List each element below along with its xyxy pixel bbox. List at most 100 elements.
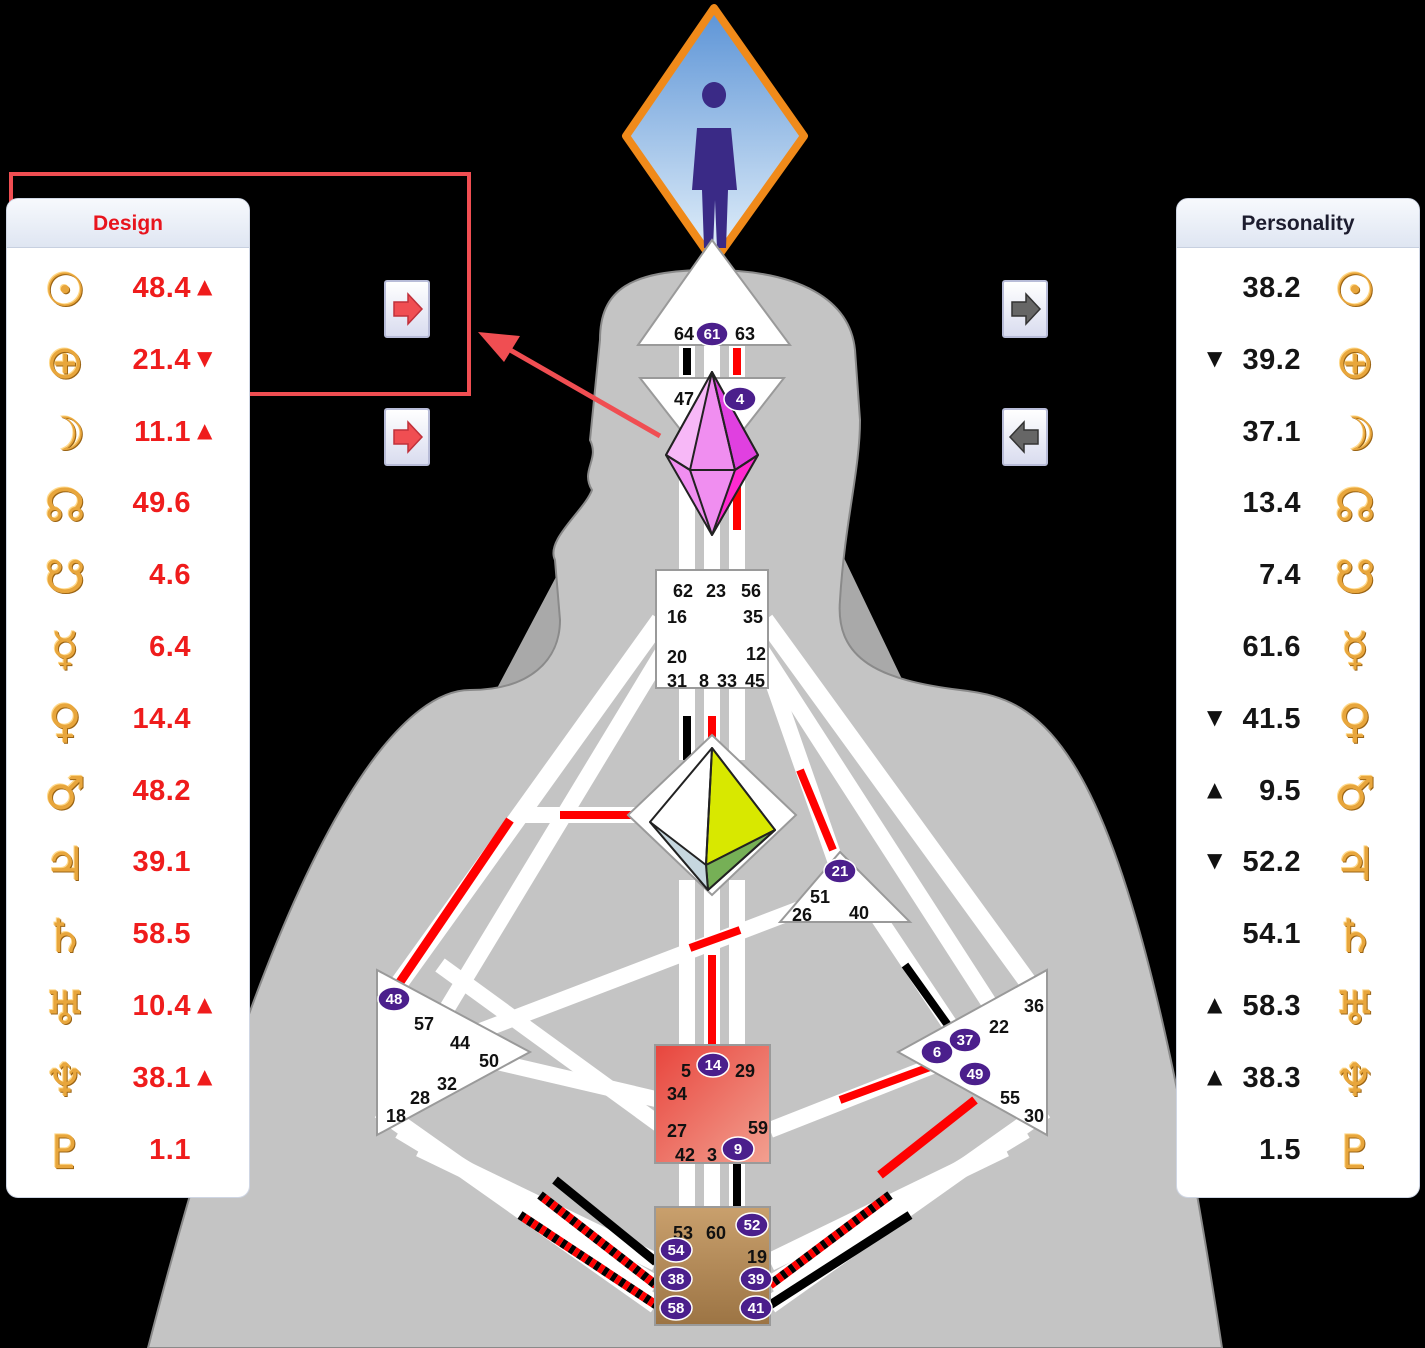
g-crystal-icon (649, 747, 776, 891)
gate-31: 31 (667, 671, 687, 691)
gate-5: 5 (681, 1061, 691, 1081)
heart-center (777, 850, 913, 923)
design-arrow-button-top[interactable] (384, 280, 430, 338)
gate-26: 26 (792, 905, 812, 925)
saturn-icon: ♄ (1334, 909, 1376, 964)
moon-icon: ☽ (44, 406, 86, 461)
personality-value: 38.3 (1242, 1061, 1301, 1094)
down-triangle-icon: ▼ (1207, 704, 1223, 729)
down-triangle-icon: ▼ (197, 345, 213, 370)
up-triangle-icon: ▲ (1207, 776, 1223, 801)
gate-3: 3 (707, 1145, 717, 1165)
uranus-icon: ♅ (44, 981, 86, 1035)
active-gate-marker (739, 1295, 773, 1321)
gate-54: 54 (668, 1242, 685, 1259)
person-icon (692, 82, 737, 248)
design-row: ☉48.4▲ (7, 252, 249, 324)
neptune-icon: ♆ (1334, 1052, 1376, 1107)
personality-row: ♂9.5▲ (1177, 755, 1419, 827)
moon-icon: ☽ (1334, 406, 1376, 461)
gate-52: 52 (744, 1217, 761, 1234)
gate-12: 12 (746, 644, 766, 664)
active-gate-marker (948, 1027, 982, 1053)
design-value: 49.6 (132, 487, 191, 520)
design-row: ♃39.1 (7, 826, 249, 898)
active-gate-marker (659, 1266, 693, 1292)
mars-icon: ♂ (44, 765, 86, 820)
gate-35: 35 (743, 607, 763, 627)
venus-icon: ♀ (1338, 693, 1372, 748)
throat-center (655, 569, 769, 689)
gate-18: 18 (386, 1106, 406, 1126)
solar-plexus-center (895, 968, 1048, 1137)
active-gate-marker (823, 858, 857, 884)
active-gate-marker (721, 1136, 755, 1162)
design-row: ♂48.2 (7, 755, 249, 827)
design-value: 6.4 (149, 631, 191, 663)
gate-62: 62 (673, 581, 693, 601)
design-row: ☽11.1▲ (7, 396, 249, 468)
up-triangle-icon: ▲ (197, 1063, 213, 1088)
personality-value: 39.2 (1242, 343, 1301, 376)
gate-50: 50 (479, 1051, 499, 1071)
design-value: 4.6 (149, 559, 191, 592)
up-triangle-icon: ▲ (197, 417, 213, 442)
personality-arrow-button-bottom[interactable] (1002, 408, 1048, 466)
design-value: 14.4 (132, 702, 191, 735)
personality-row: ☉38.2 (1177, 252, 1419, 324)
design-row: ☿ 6.4 (7, 611, 249, 683)
mercury-icon: ☿ (50, 622, 80, 676)
personality-value: 41.5 (1242, 702, 1301, 735)
design-value: 48.4 (132, 272, 191, 304)
gate-64: 64 (674, 324, 694, 344)
gate-38: 38 (668, 1271, 685, 1288)
active-gate-marker (723, 386, 757, 412)
saturn-icon: ♄ (44, 909, 86, 964)
personality-row: ♇1.5 (1177, 1114, 1419, 1186)
personality-panel-title: Personality (1177, 199, 1419, 248)
earth-icon: ⊕ (45, 334, 85, 389)
gate-22: 22 (989, 1017, 1009, 1037)
personality-value: 58.3 (1242, 990, 1301, 1022)
personality-value: 37.1 (1242, 415, 1301, 448)
south-node-icon: ☋ (1334, 550, 1376, 605)
gate-40: 40 (849, 903, 869, 923)
gate-44: 44 (450, 1033, 470, 1053)
design-panel: Design ☉48.4▲⊕21.4▼☽11.1▲☊49.6☋4.6☿6.4♀1… (6, 198, 250, 1198)
active-gate-marker (695, 321, 729, 347)
gate-29: 29 (735, 1061, 755, 1081)
right-arrow-icon (393, 420, 424, 454)
gate-39: 39 (748, 1271, 765, 1288)
up-triangle-icon: ▲ (1207, 1063, 1223, 1088)
gate-28: 28 (410, 1088, 430, 1108)
design-value: 1.1 (149, 1133, 191, 1166)
gate-20: 20 (667, 647, 687, 667)
design-arrow-button-bottom[interactable] (384, 408, 430, 466)
design-row: ☋4.6 (7, 539, 249, 611)
design-row: ⊕ 21.4▼ (7, 324, 249, 396)
gate-47: 47 (674, 389, 694, 409)
gate-34: 34 (667, 1084, 687, 1104)
personality-arrow-button-top[interactable] (1002, 280, 1048, 338)
sun-icon: ☉ (1334, 263, 1376, 317)
active-gate-marker (659, 1295, 693, 1321)
design-row: ♀14.4 (7, 683, 249, 755)
active-gate-marker (696, 1052, 730, 1078)
design-value: 39.1 (132, 846, 191, 879)
gate-63: 63 (735, 324, 755, 344)
personality-row: ☊13.4 (1177, 467, 1419, 539)
gate-21: 21 (832, 863, 849, 880)
design-value: 21.4 (132, 343, 191, 376)
gate-36: 36 (1024, 996, 1044, 1016)
personality-row: ♅58.3▲ (1177, 970, 1419, 1042)
design-row: ♆38.1▲ (7, 1042, 249, 1114)
gate-59: 59 (748, 1118, 768, 1138)
personality-value: 9.5 (1259, 774, 1301, 807)
channels (374, 345, 1051, 1313)
up-triangle-icon: ▲ (1207, 992, 1223, 1016)
gate-23: 23 (706, 581, 726, 601)
gate-55: 55 (1000, 1088, 1020, 1108)
